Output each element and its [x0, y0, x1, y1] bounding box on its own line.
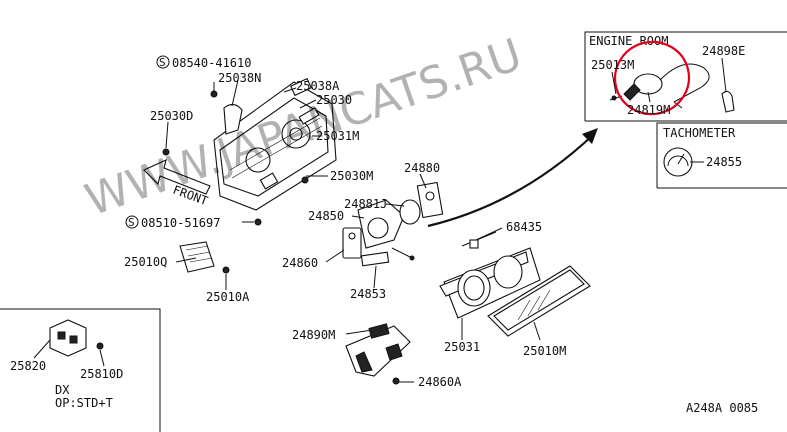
bolt-symbol	[125, 215, 139, 229]
tachometer-inset: TACHOMETER	[656, 122, 787, 189]
part-label-24890m: 24890M	[292, 328, 335, 342]
leader-lines	[33, 57, 727, 383]
part-label-25010m: 25010M	[523, 344, 566, 358]
part-label-24860a: 24860A	[418, 375, 462, 389]
part-25820	[49, 319, 104, 357]
part-label-24880: 24880	[404, 161, 440, 175]
gauge-bezel-25031	[439, 231, 541, 319]
part-label-25031m: 25031M	[316, 129, 359, 143]
part-label-24898e: 24898E	[702, 44, 745, 58]
part-labels: S 08540-41610 25038N 25038A 25030 25030D…	[10, 44, 745, 389]
part-label-24881j: 24881J	[344, 197, 387, 211]
diagram-code: A248A 0085	[686, 401, 758, 415]
part-label-25031: 25031	[444, 340, 480, 354]
bracket-25038n	[210, 90, 243, 135]
tachometer-24855	[663, 147, 693, 177]
engine-room-title: ENGINE ROOM	[589, 34, 668, 48]
part-label-25010q: 25010Q	[124, 255, 167, 269]
speedo-parts	[342, 181, 444, 267]
part-label-25820: 25820	[10, 359, 46, 373]
part-label-25810d: 25810D	[80, 367, 123, 381]
part-label-08540-41610: 08540-41610	[172, 56, 251, 70]
part-label-08510-51697: 08510-51697	[141, 216, 220, 230]
part-label-24855: 24855	[706, 155, 742, 169]
highlight-circle	[613, 40, 691, 116]
part-label-24860: 24860	[282, 256, 318, 270]
part-label-25038a: 25038A	[296, 79, 340, 93]
bolt-symbol-letter: S	[128, 216, 135, 229]
part-label-68435: 68435	[506, 220, 542, 234]
bracket-25010q	[179, 241, 230, 274]
part-label-25010a: 25010A	[206, 290, 250, 304]
screw-25030m	[301, 176, 309, 184]
part-label-25013m: 25013M	[591, 58, 634, 72]
part-label-24819m: 24819M	[627, 103, 670, 117]
variant-inset: DX OP:STD+T	[0, 308, 161, 432]
part-label-25030d: 25030D	[150, 109, 193, 123]
engine-room-arrow	[427, 128, 598, 228]
clip-25038a	[289, 77, 313, 97]
part-label-24850: 24850	[308, 209, 344, 223]
part-label-24853: 24853	[350, 287, 386, 301]
tachometer-title: TACHOMETER	[663, 126, 736, 140]
screw-08510	[254, 218, 262, 226]
glass-25010m	[487, 265, 591, 337]
bolt-symbol	[156, 55, 170, 69]
part-label-25030: 25030	[316, 93, 352, 107]
bolt-symbol-letter: S	[159, 56, 166, 69]
engine-room-inset: ENGINE ROOM	[584, 31, 787, 122]
part-label-25038n: 25038N	[218, 71, 261, 85]
watermark: WWW.JAPANCATS.RU	[79, 29, 528, 226]
sensor-24819m	[609, 63, 735, 113]
housing-24890m	[345, 323, 411, 385]
variant-line2: OP:STD+T	[55, 396, 113, 410]
variant-line1: DX	[55, 383, 70, 397]
screw-25030d	[162, 148, 170, 156]
part-label-25030m: 25030M	[330, 169, 373, 183]
